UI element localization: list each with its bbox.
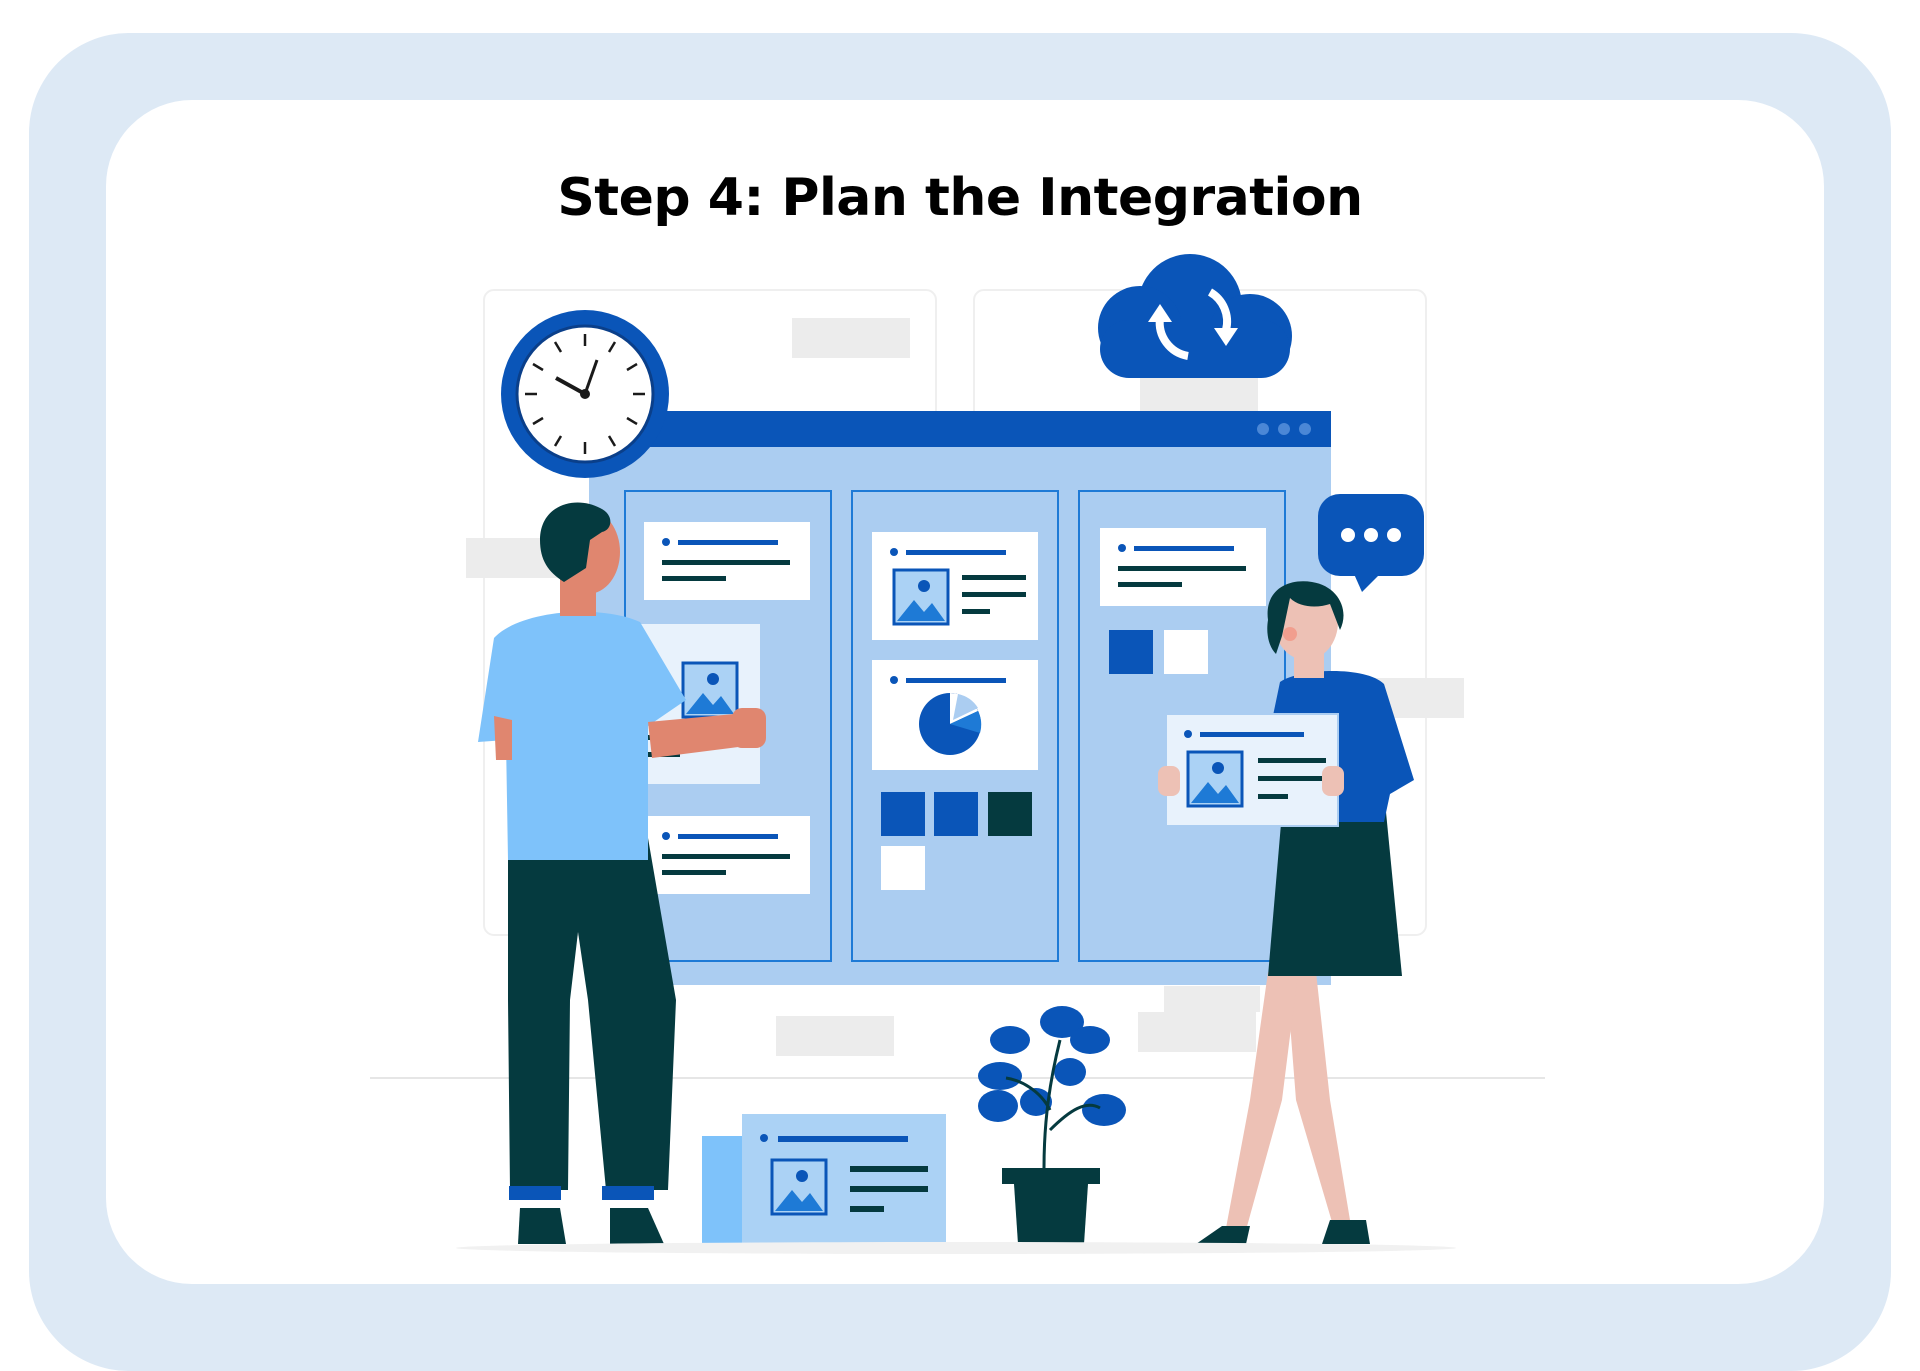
chat-bubble-icon xyxy=(1318,494,1424,592)
cloud-sync-icon xyxy=(1098,254,1292,378)
potted-plant-icon xyxy=(978,1006,1126,1244)
column-3-cards xyxy=(1100,528,1266,674)
woman-figure xyxy=(1158,581,1414,1244)
page-title: Step 4: Plan the Integration xyxy=(557,168,1363,228)
pie-chart-icon xyxy=(919,693,982,755)
floor-cards xyxy=(702,1114,946,1246)
clock-icon xyxy=(501,310,669,478)
column-1-cards xyxy=(640,522,810,894)
man-figure xyxy=(478,502,766,1244)
column-2-cards xyxy=(872,532,1038,890)
